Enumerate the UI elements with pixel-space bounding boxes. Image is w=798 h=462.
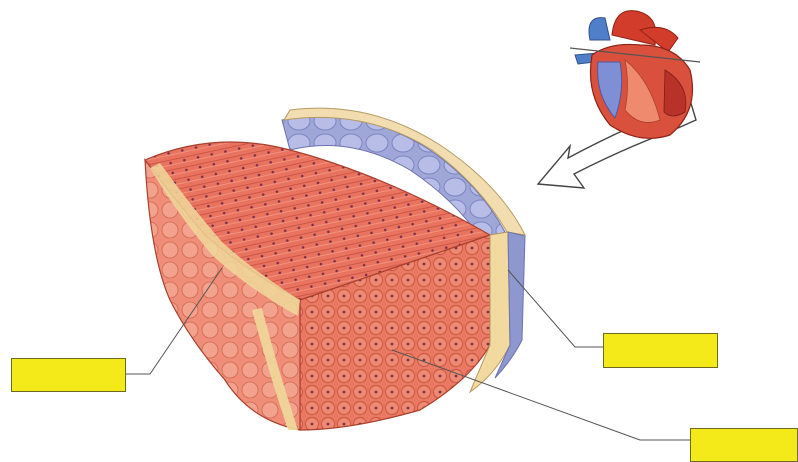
heart-illustration <box>570 11 700 139</box>
label-box-1[interactable] <box>11 358 126 392</box>
label-box-3[interactable] <box>690 428 798 462</box>
label-box-2[interactable] <box>603 333 718 368</box>
